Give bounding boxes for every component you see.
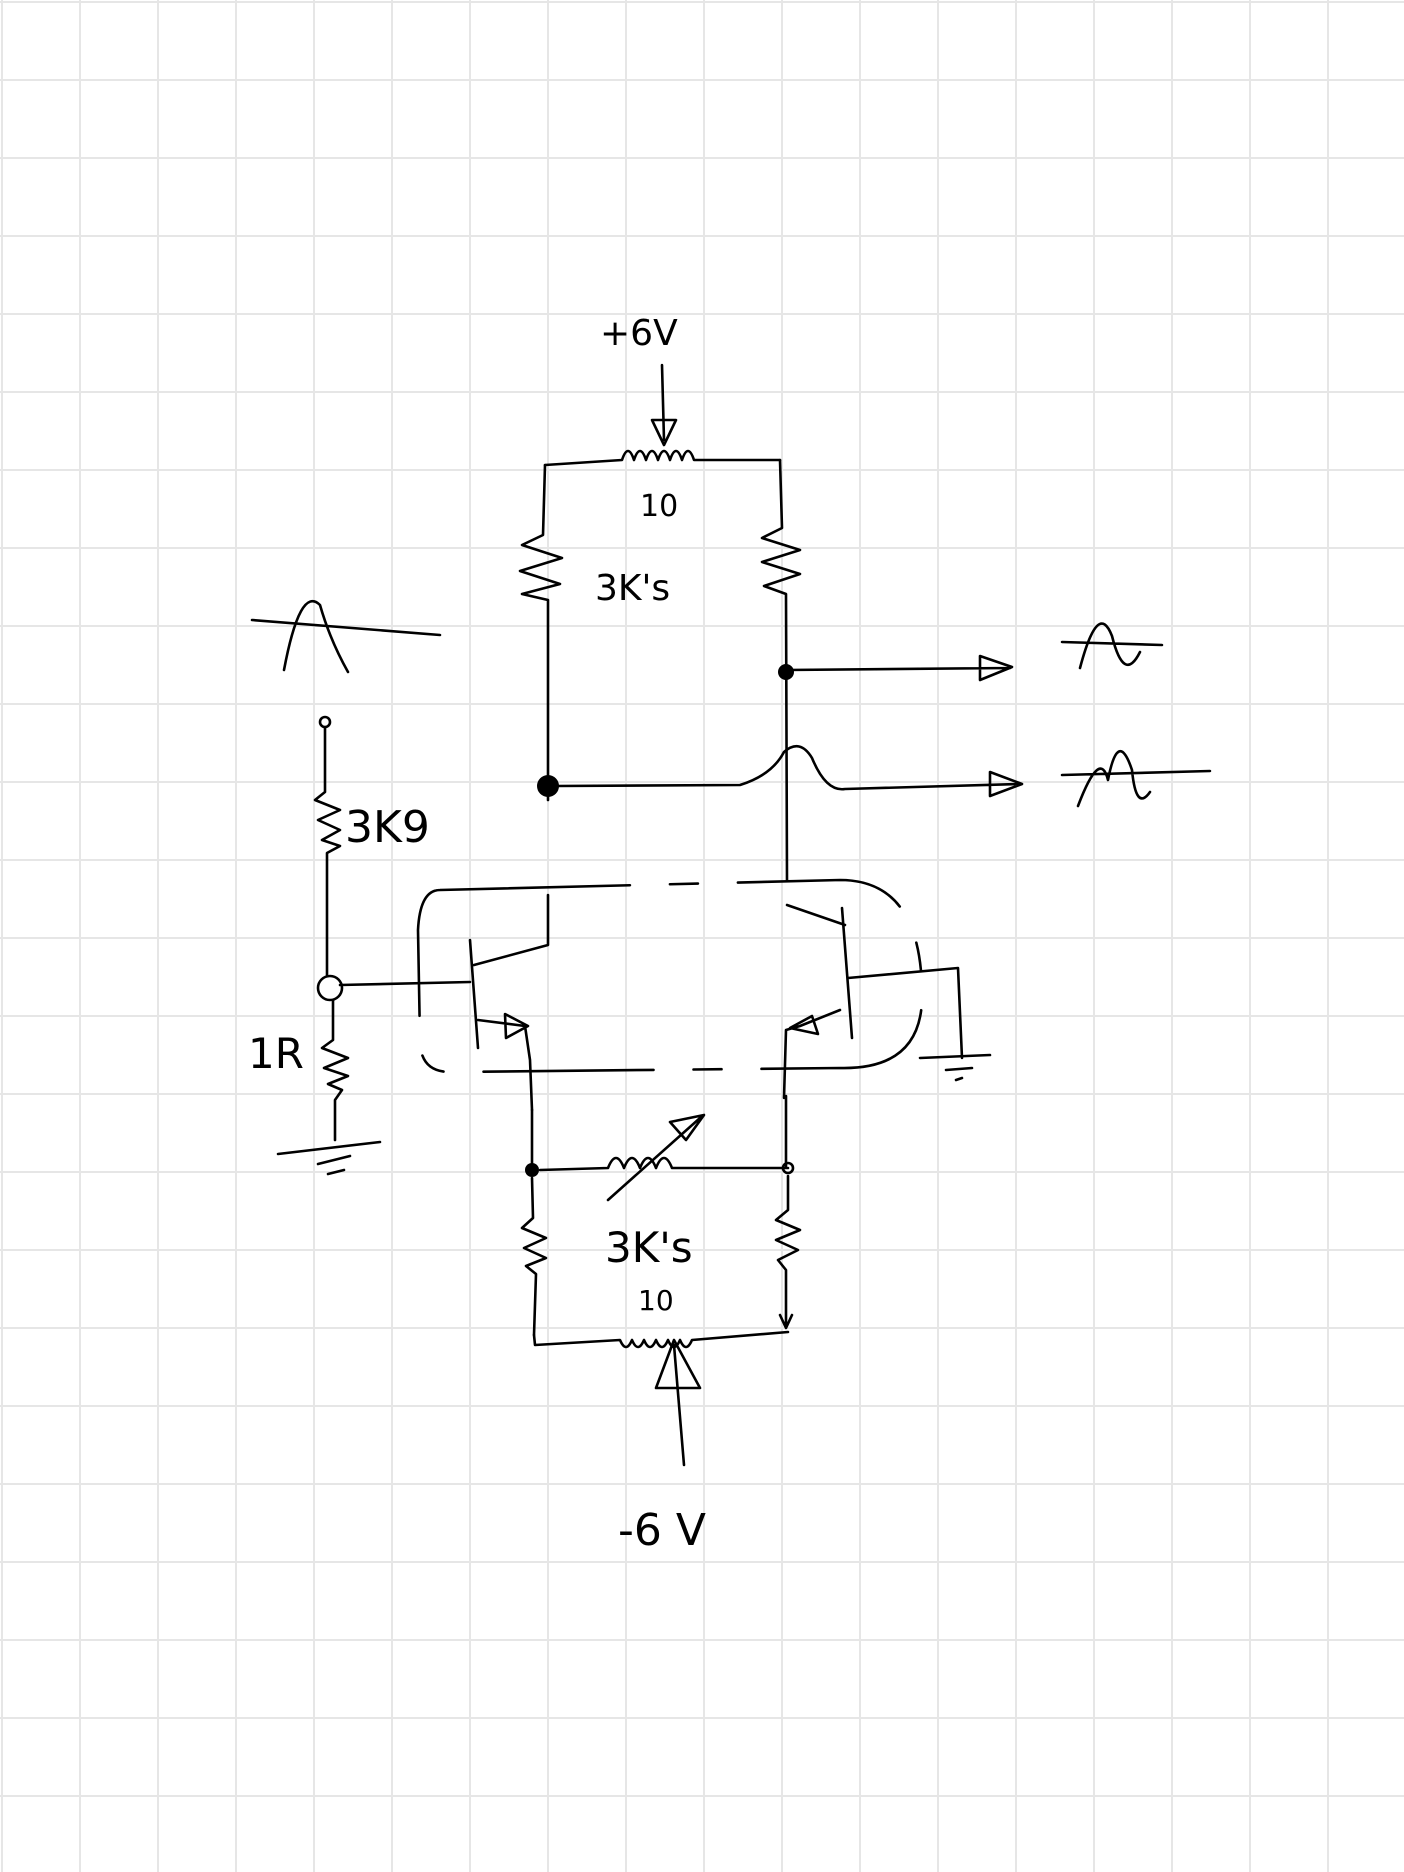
input-resistor [313, 726, 342, 977]
vcc-label: +6V [600, 313, 678, 354]
input-resistor-label: 3K9 [345, 802, 430, 853]
left-collector-wire [518, 463, 564, 802]
left-output-node [537, 775, 559, 797]
bias-resistor-label: 1R [248, 1029, 304, 1078]
left-emitter-resistor [520, 1176, 548, 1337]
output-top-wave-icon [1060, 622, 1164, 670]
right-collector-wire [760, 458, 802, 882]
right-output-node [778, 664, 794, 680]
bottom-trim-coil [538, 1156, 790, 1172]
base-line [338, 980, 472, 987]
vcc-arrow [650, 363, 678, 447]
top-trim-pot [543, 449, 782, 467]
pot-bottom-label: 10 [638, 1284, 674, 1317]
emitter-left-node [525, 1163, 539, 1177]
left-transistor [468, 893, 550, 1112]
right-ground-icon [918, 1053, 992, 1082]
output-top-line [784, 654, 1014, 682]
base-node [316, 974, 344, 1002]
emitter-resistors-label: 3K's [605, 1223, 693, 1272]
right-transistor [782, 903, 964, 1100]
vee-arrow [654, 1338, 702, 1467]
output-bottom-line [554, 744, 1024, 798]
vee-label: -6 V [618, 1505, 706, 1556]
right-emitter-resistor [774, 1174, 802, 1330]
left-ground-icon [276, 1140, 382, 1176]
pot-top-label: 10 [640, 489, 678, 524]
output-bottom-wave-icon [1060, 749, 1212, 808]
input-terminal [318, 715, 332, 729]
input-wave-icon [250, 599, 442, 674]
trim-adjust-arrow [606, 1113, 706, 1202]
bottom-trim-pot [532, 1330, 790, 1349]
collector-resistors-label: 3K's [595, 568, 670, 609]
bias-resistor [320, 998, 350, 1142]
matched-pair-enclosure [416, 878, 924, 1074]
